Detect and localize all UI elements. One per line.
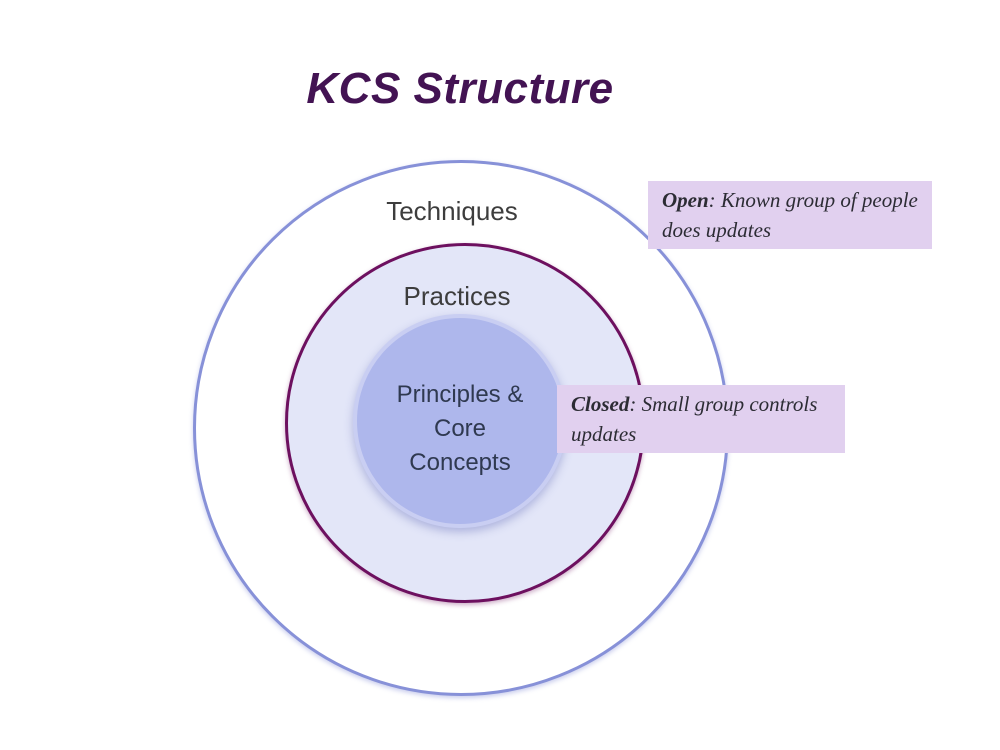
callout-open-description: : Known group of people does updates <box>662 188 918 242</box>
page-title: KCS Structure <box>306 64 614 113</box>
callout-closed: Closed: Small group controls updates <box>557 385 845 453</box>
callout-open-term: Open <box>662 188 709 212</box>
callout-closed-description: : Small group controls updates <box>571 392 818 446</box>
ring-principles-circle: Principles & Core Concepts <box>353 314 567 528</box>
ring-label-practices: Practices <box>403 281 511 311</box>
callout-open: Open: Known group of people does updates <box>648 181 932 249</box>
ring-label-principles: Principles & Core Concepts <box>396 381 524 476</box>
ring-label-techniques: Techniques <box>386 196 518 226</box>
callout-closed-term: Closed <box>571 392 630 416</box>
